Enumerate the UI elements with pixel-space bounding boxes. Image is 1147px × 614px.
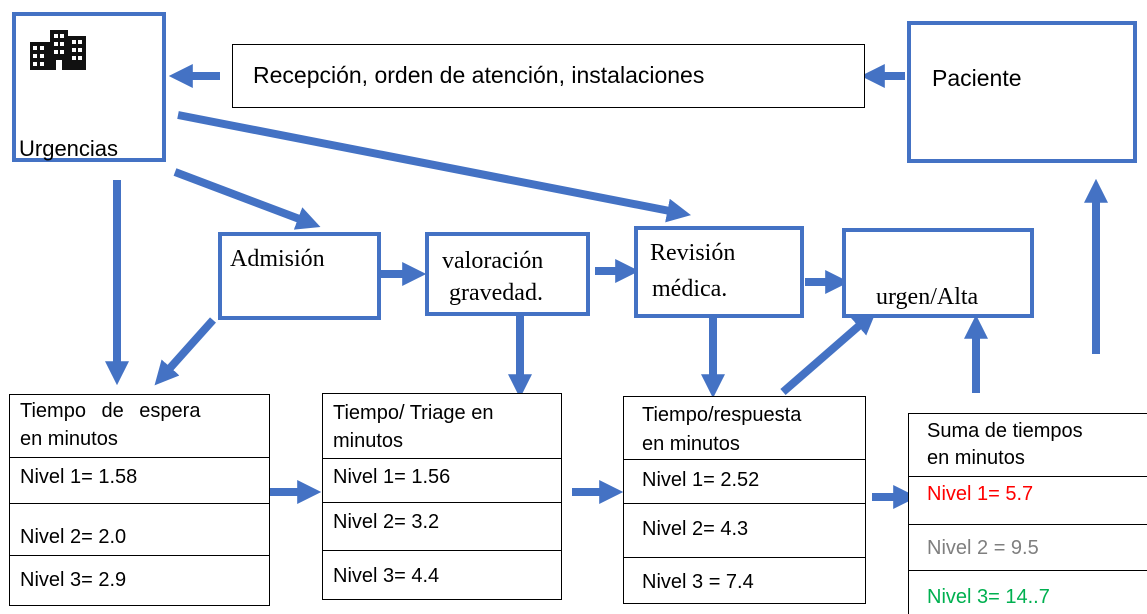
respuesta-row-3: Nivel 3 = 7.4 xyxy=(624,557,865,603)
valoracion-box: valoración gravedad. xyxy=(425,232,590,316)
triage-header-1: Tiempo/ Triage en xyxy=(333,402,494,424)
espera-header-1: Tiempo de espera xyxy=(20,400,201,422)
triage-table: Tiempo/ Triage en minutos Nivel 1= 1.56 … xyxy=(322,393,562,600)
suma-table: Suma de tiempos en minutos Nivel 1= 5.7 … xyxy=(908,413,1147,614)
arrow-urgencias-to-admision xyxy=(173,168,321,230)
arrow-urgencias-to-revision xyxy=(177,111,691,223)
urgen-alta-label: urgen/Alta xyxy=(876,284,979,310)
valoracion-label-2: gravedad. xyxy=(449,280,543,306)
revision-label-1: Revisión xyxy=(650,240,736,266)
triage-header-2: minutos xyxy=(333,430,404,452)
respuesta-header-2: en minutos xyxy=(642,433,740,455)
espera-row-1: Nivel 1= 1.58 xyxy=(10,457,269,503)
respuesta-row-1: Nivel 1= 2.52 xyxy=(624,459,865,503)
triage-row-1: Nivel 1= 1.56 xyxy=(323,458,561,502)
building-icon xyxy=(30,30,86,70)
urgencias-box: Urgencias xyxy=(12,12,166,162)
suma-row-3: Nivel 3= 14..7 xyxy=(909,570,1147,614)
respuesta-header-1: Tiempo/respuesta xyxy=(642,404,802,426)
respuesta-row-2: Nivel 2= 4.3 xyxy=(624,503,865,557)
patient-box: Paciente xyxy=(907,21,1137,163)
revision-box: Revisión médica. xyxy=(634,226,804,318)
suma-row-1: Nivel 1= 5.7 xyxy=(909,476,1147,524)
triage-row-3: Nivel 3= 4.4 xyxy=(323,550,561,599)
reception-label: Recepción, orden de atención, instalacio… xyxy=(253,62,705,88)
valoracion-label-1: valoración xyxy=(442,248,544,274)
espera-header-2: en minutos xyxy=(20,428,118,450)
patient-label: Paciente xyxy=(932,65,1022,91)
admision-box: Admisión xyxy=(218,232,381,320)
arrow-respuesta-to-alta xyxy=(780,310,877,396)
urgen-alta-box: urgen/Alta xyxy=(842,228,1034,318)
triage-row-2: Nivel 2= 3.2 xyxy=(323,502,561,550)
revision-label-2: médica. xyxy=(652,276,728,302)
espera-row-3: Nivel 3= 2.9 xyxy=(10,555,269,605)
espera-row-2: Nivel 2= 2.0 xyxy=(10,503,269,555)
suma-header-2: en minutos xyxy=(927,447,1025,469)
espera-table: Tiempo de espera en minutos Nivel 1= 1.5… xyxy=(9,394,270,606)
suma-header-1: Suma de tiempos xyxy=(927,420,1083,442)
reception-box: Recepción, orden de atención, instalacio… xyxy=(232,44,865,108)
suma-row-2: Nivel 2 = 9.5 xyxy=(909,524,1147,570)
respuesta-table: Tiempo/respuesta en minutos Nivel 1= 2.5… xyxy=(623,396,866,604)
urgencias-label: Urgencias xyxy=(19,136,119,161)
arrow-admision-to-espera xyxy=(154,317,216,386)
admision-label: Admisión xyxy=(230,246,325,272)
